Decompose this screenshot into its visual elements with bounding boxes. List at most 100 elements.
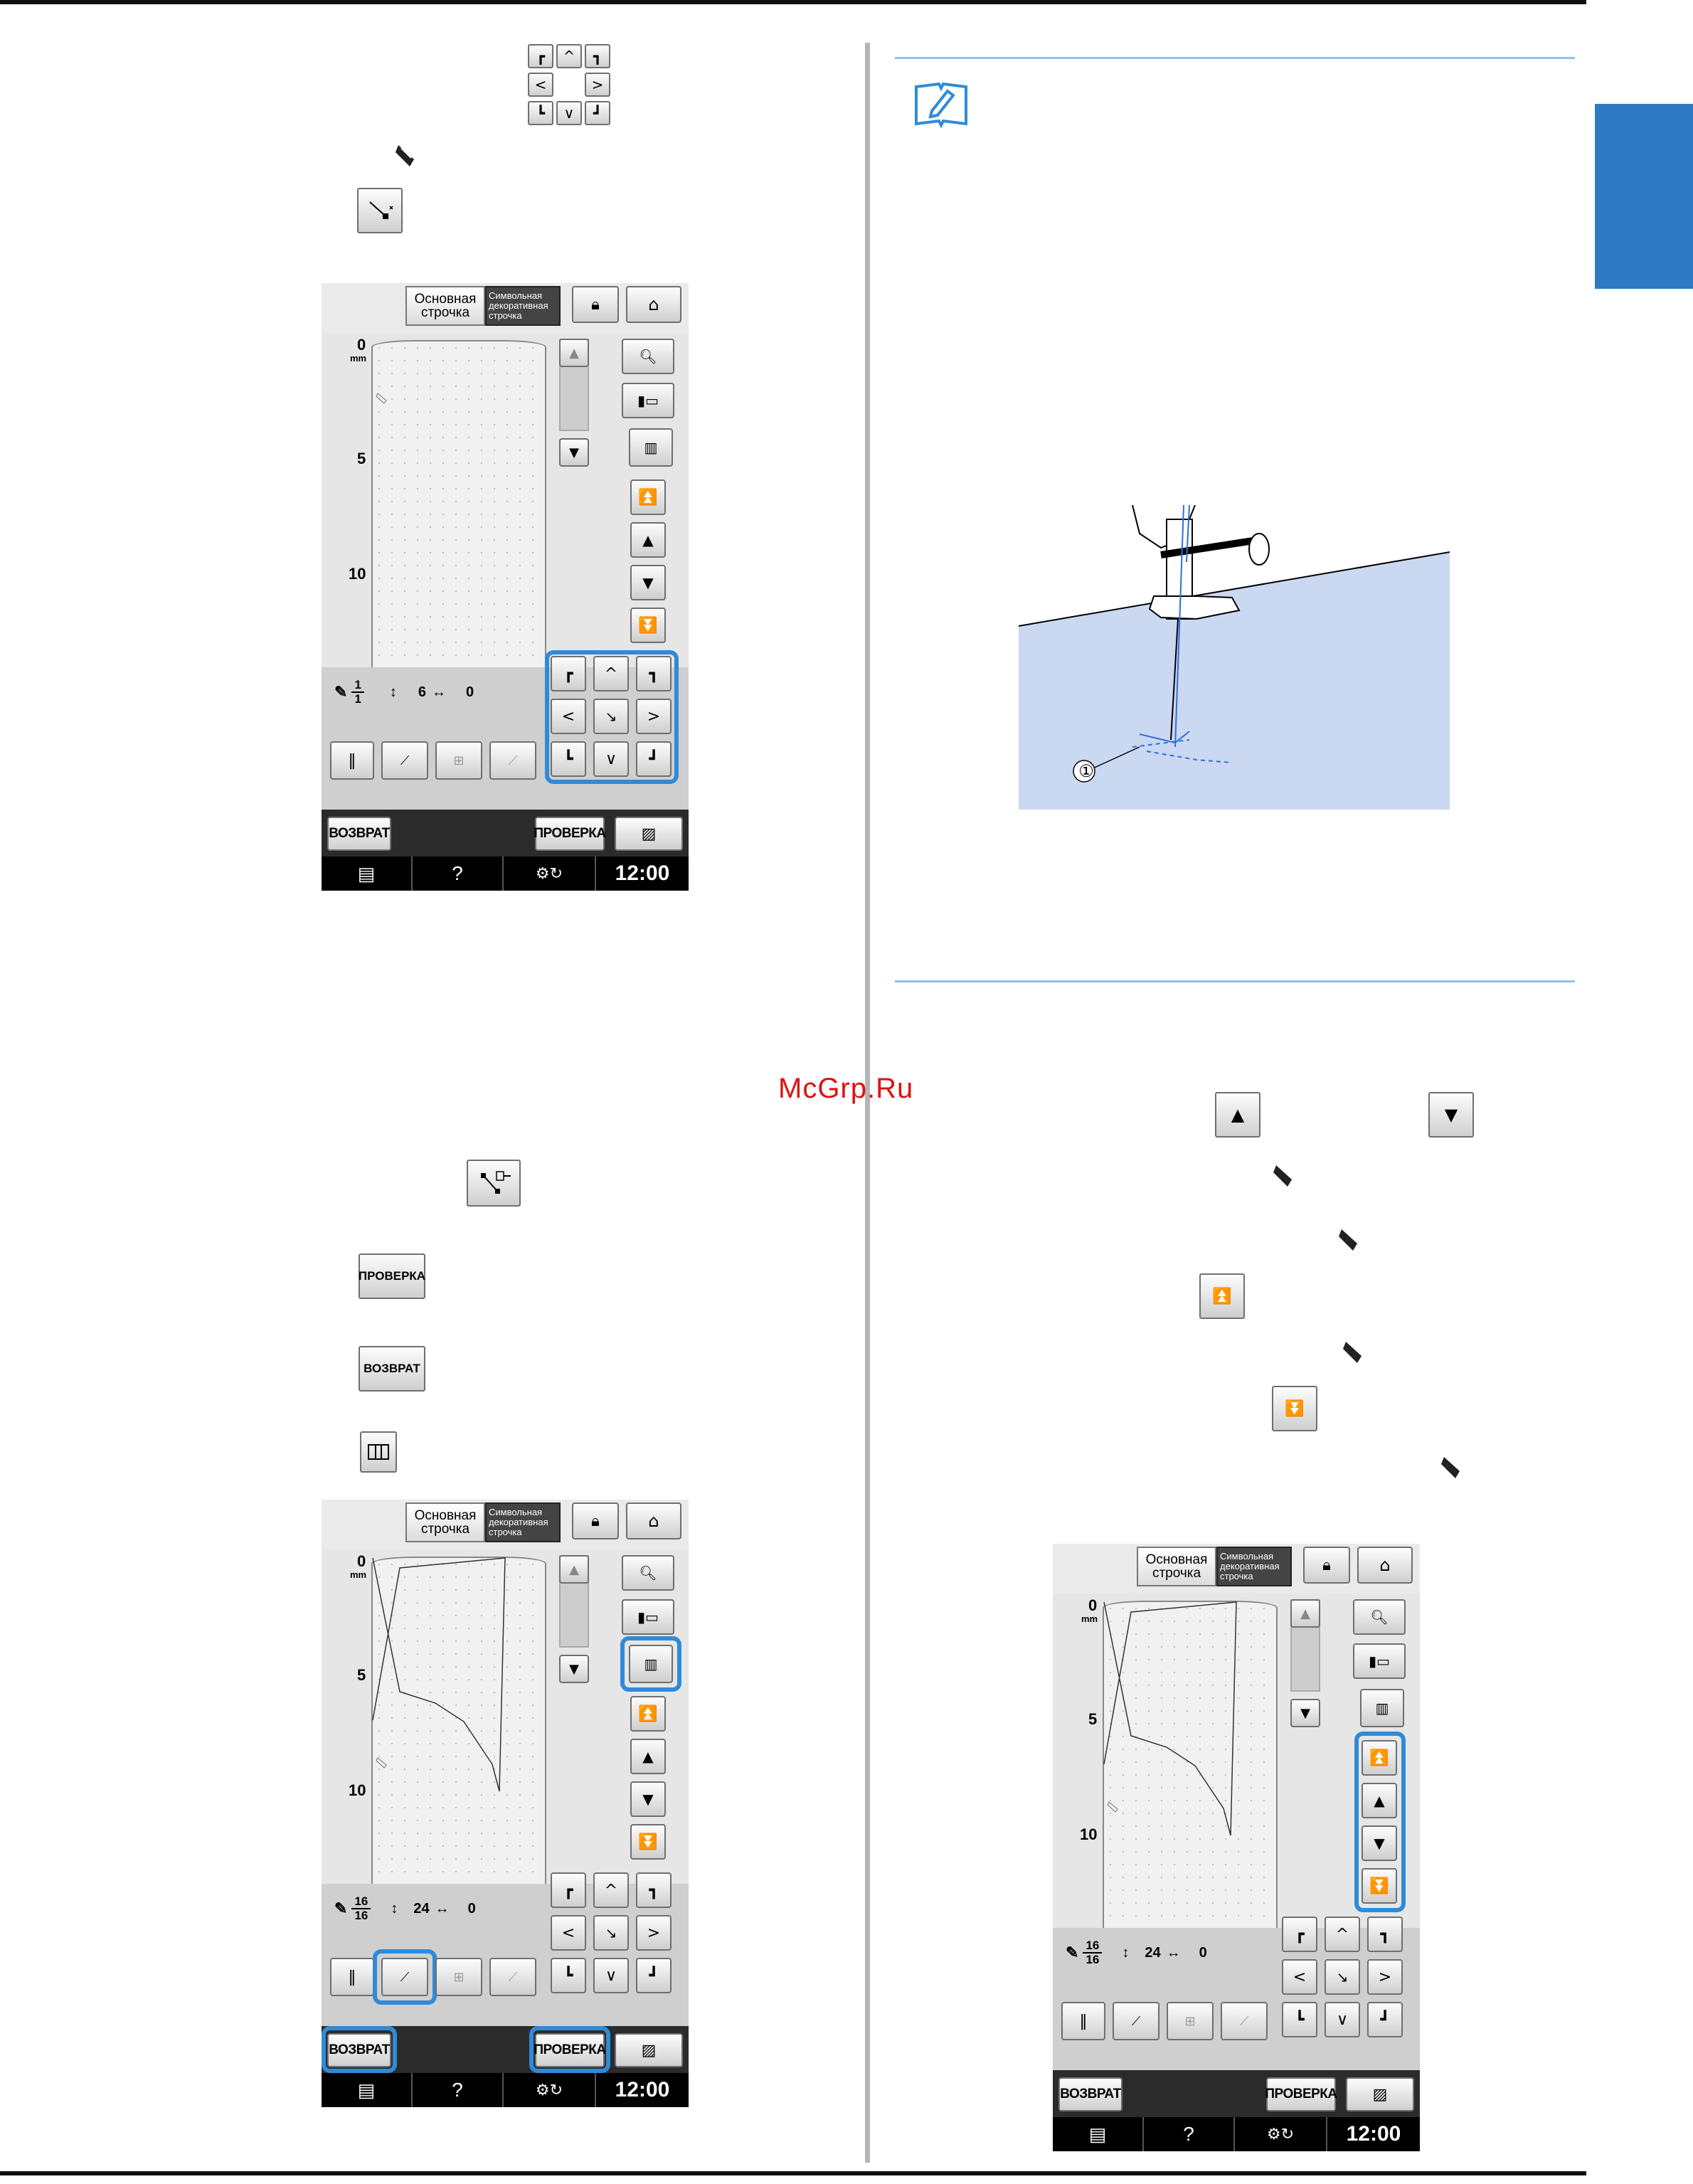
tab-char-decorative[interactable]: Символьная декоративная строчка: [1216, 1547, 1292, 1586]
nav-center-button[interactable]: ↘: [593, 1915, 629, 1951]
check-button[interactable]: ПРОВЕРКА: [534, 817, 606, 851]
nav-up-right-button[interactable]: ┓: [636, 1872, 672, 1908]
help-button[interactable]: ?: [413, 2073, 504, 2107]
home-button[interactable]: ⌂: [1357, 1547, 1413, 1584]
scroll-down-button[interactable]: ▼: [559, 438, 589, 467]
next-point-button[interactable]: ▼: [630, 1781, 666, 1817]
last-point-button[interactable]: ⏬: [1362, 1868, 1397, 1904]
lock-button[interactable]: 🔒︎: [572, 286, 619, 323]
save-memory-button[interactable]: ▨: [1346, 2077, 1414, 2111]
nav-up-right-button[interactable]: ┓: [1367, 1917, 1403, 1952]
back-button[interactable]: ВОЗВРАТ: [327, 2033, 391, 2067]
tab-basic-stitch[interactable]: Основная строчка: [1137, 1547, 1216, 1586]
zoom-button[interactable]: 🔍︎: [1353, 1599, 1406, 1635]
save-memory-button[interactable]: ▨: [615, 817, 683, 851]
check-button[interactable]: ПРОВЕРКА: [534, 2033, 606, 2067]
nav-right-button[interactable]: >: [636, 1915, 672, 1951]
settings-icon[interactable]: ⚙↻: [504, 857, 596, 891]
nav-right-button[interactable]: >: [636, 699, 672, 734]
point-move-button[interactable]: ⊞: [435, 741, 482, 780]
down-arrow-icon: ∨: [556, 101, 582, 125]
nav-down-right-button[interactable]: ┛: [636, 1958, 672, 1993]
manual-icon[interactable]: ▤: [1053, 2117, 1144, 2151]
display-mode-button[interactable]: ▮▭: [622, 383, 674, 418]
point-add-button[interactable]: ⟋: [381, 741, 428, 780]
prev-point-button[interactable]: ▲: [1362, 1783, 1397, 1818]
next-point-button[interactable]: ▼: [1362, 1825, 1397, 1861]
scroll-down-button[interactable]: ▼: [1290, 1699, 1320, 1727]
zoom-button[interactable]: 🔍︎: [622, 1555, 674, 1591]
manual-icon[interactable]: ▤: [322, 2073, 413, 2107]
manual-icon[interactable]: ▤: [322, 857, 413, 891]
nav-left-button[interactable]: <: [1282, 1959, 1317, 1995]
prev-point-button[interactable]: ▲: [630, 522, 666, 558]
prev-point-button[interactable]: ▲: [630, 1739, 666, 1774]
nav-center-button[interactable]: ↘: [593, 699, 629, 734]
help-button[interactable]: ?: [413, 857, 504, 891]
home-button[interactable]: ⌂: [626, 1502, 681, 1539]
lock-button[interactable]: 🔒︎: [572, 1502, 619, 1539]
lock-button[interactable]: 🔒︎: [1303, 1547, 1350, 1584]
tab-char-decorative[interactable]: Символьная декоративная строчка: [485, 286, 561, 326]
line-stitch-button[interactable]: ‖: [1061, 2002, 1105, 2040]
point-add-button[interactable]: ⟋: [381, 1958, 428, 1996]
point-delete-button[interactable]: ⟋: [489, 1958, 536, 1996]
last-point-button[interactable]: ⏬: [630, 1824, 666, 1860]
first-point-button[interactable]: ⏫: [630, 479, 666, 515]
line-stitch-button[interactable]: ‖: [330, 1958, 374, 1996]
image-view-button[interactable]: ▥: [629, 1645, 673, 1683]
tab-char-decorative[interactable]: Символьная декоративная строчка: [485, 1502, 561, 1542]
nav-down-left-button[interactable]: ┗: [551, 741, 586, 777]
save-memory-button[interactable]: ▨: [615, 2033, 683, 2067]
scroll-down-button[interactable]: ▼: [559, 1655, 589, 1683]
nav-left-button[interactable]: <: [551, 1915, 586, 1951]
last-point-button[interactable]: ⏬: [630, 608, 666, 643]
scroll-up-button[interactable]: ▲: [559, 1555, 589, 1584]
help-button[interactable]: ?: [1144, 2117, 1235, 2151]
design-grid[interactable]: [371, 1557, 546, 1884]
first-point-button[interactable]: ⏫: [630, 1696, 666, 1732]
nav-up-left-button[interactable]: ┏: [1282, 1917, 1317, 1952]
nav-up-button[interactable]: ^: [593, 1872, 629, 1908]
point-add-button[interactable]: ⟋: [1113, 2002, 1159, 2040]
settings-icon[interactable]: ⚙↻: [504, 2073, 596, 2107]
image-view-button[interactable]: ▥: [629, 428, 673, 467]
nav-down-button[interactable]: ∨: [1325, 2002, 1360, 2037]
zoom-button[interactable]: 🔍︎: [622, 339, 674, 374]
nav-down-button[interactable]: ∨: [593, 741, 629, 777]
home-button[interactable]: ⌂: [626, 286, 681, 323]
nav-down-button[interactable]: ∨: [593, 1958, 629, 1993]
line-stitch-button[interactable]: ‖: [330, 741, 374, 780]
point-move-button[interactable]: ⊞: [435, 1958, 482, 1996]
display-mode-button[interactable]: ▮▭: [1353, 1643, 1406, 1679]
tab-basic-stitch[interactable]: Основная строчка: [405, 286, 485, 326]
nav-up-left-button[interactable]: ┏: [551, 1872, 586, 1908]
nav-down-left-button[interactable]: ┗: [1282, 2002, 1317, 2037]
design-grid[interactable]: [371, 340, 546, 667]
point-delete-button[interactable]: ⟋: [1221, 2002, 1268, 2040]
nav-left-button[interactable]: <: [551, 699, 586, 734]
point-move-button[interactable]: ⊞: [1167, 2002, 1214, 2040]
nav-up-button[interactable]: ^: [1325, 1917, 1360, 1952]
first-point-button[interactable]: ⏫: [1362, 1740, 1397, 1776]
tab-basic-stitch[interactable]: Основная строчка: [405, 1502, 485, 1542]
scroll-up-button[interactable]: ▲: [559, 339, 589, 367]
nav-right-button[interactable]: >: [1367, 1959, 1403, 1995]
nav-down-right-button[interactable]: ┛: [636, 741, 672, 777]
check-button[interactable]: ПРОВЕРКА: [1265, 2077, 1337, 2111]
display-mode-button[interactable]: ▮▭: [622, 1599, 674, 1635]
image-view-button[interactable]: ▥: [1360, 1689, 1404, 1727]
point-delete-button[interactable]: ⟋: [489, 741, 536, 780]
design-grid[interactable]: [1103, 1601, 1278, 1928]
nav-center-button[interactable]: ↘: [1325, 1959, 1360, 1995]
back-button[interactable]: ВОЗВРАТ: [1058, 2077, 1123, 2111]
next-point-button[interactable]: ▼: [630, 565, 666, 600]
nav-down-right-button[interactable]: ┛: [1367, 2002, 1403, 2037]
nav-up-button[interactable]: ^: [593, 656, 629, 691]
nav-down-left-button[interactable]: ┗: [551, 1958, 586, 1993]
back-button[interactable]: ВОЗВРАТ: [327, 817, 391, 851]
settings-icon[interactable]: ⚙↻: [1235, 2117, 1327, 2151]
nav-up-right-button[interactable]: ┓: [636, 656, 672, 691]
nav-up-left-button[interactable]: ┏: [551, 656, 586, 691]
scroll-up-button[interactable]: ▲: [1290, 1599, 1320, 1628]
